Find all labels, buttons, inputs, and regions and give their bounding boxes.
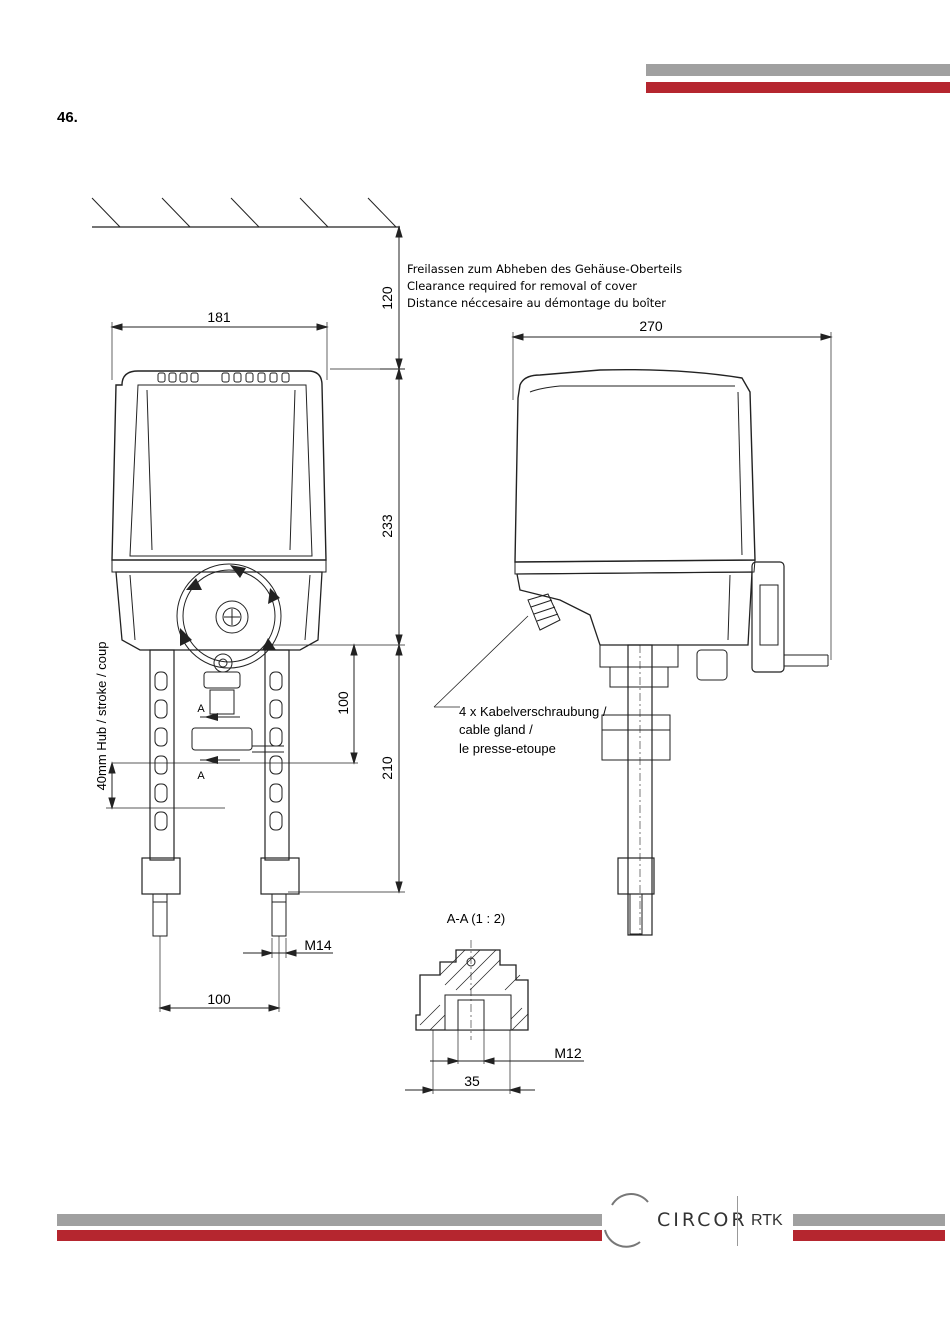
dim-front-width: 181	[207, 309, 231, 325]
footer-gray-bar-right	[793, 1214, 945, 1226]
dim-body-height: 233	[379, 514, 395, 538]
side-width-dimension	[513, 332, 831, 660]
rod-height-dimension	[112, 645, 358, 763]
dim-thread-rod: M14	[304, 937, 331, 953]
brand-logo-text: CIRCOR	[657, 1209, 748, 1231]
dim-clearance: 120	[379, 286, 395, 310]
footer-red-bar-right	[793, 1230, 945, 1241]
dim-rod-height: 100	[335, 691, 351, 715]
dim-rod-spacing: 100	[207, 991, 231, 1007]
clearance-note-de: Freilassen zum Abheben des Gehäuse-Obert…	[407, 262, 682, 276]
front-view-actuator	[112, 371, 326, 936]
side-view-actuator	[515, 370, 828, 935]
logo-separator	[737, 1196, 738, 1246]
section-marker-bottom: A	[197, 770, 205, 782]
division-logo-text: RTK	[751, 1212, 783, 1230]
section-a-a	[405, 940, 584, 1094]
circor-ring-icon	[605, 1194, 648, 1247]
dim-section-width: 35	[464, 1073, 480, 1089]
stroke-label: 40mm Hub / stroke / coup	[94, 642, 109, 791]
footer-red-bar-left	[57, 1230, 602, 1241]
footer-gray-bar-left	[57, 1214, 602, 1226]
ceiling-hatch	[92, 198, 400, 227]
cable-gland-note-fr: le presse-etoupe	[459, 741, 556, 756]
section-marker-top: A	[197, 703, 205, 715]
cable-gland-note-de: 4 x Kabelverschraubung /	[459, 704, 607, 719]
vent-slots	[158, 373, 289, 382]
clearance-note-fr: Distance néccesaire au démontage du boît…	[407, 296, 666, 310]
section-title: A-A (1 : 2)	[447, 911, 506, 926]
dim-side-width: 270	[639, 318, 663, 334]
cable-gland-note-en: cable gland /	[459, 722, 533, 737]
dim-lower-height: 210	[379, 756, 395, 780]
cable-gland-leader	[434, 616, 528, 707]
dim-thread-section: M12	[554, 1045, 581, 1061]
clearance-note-en: Clearance required for removal of cover	[407, 279, 637, 293]
